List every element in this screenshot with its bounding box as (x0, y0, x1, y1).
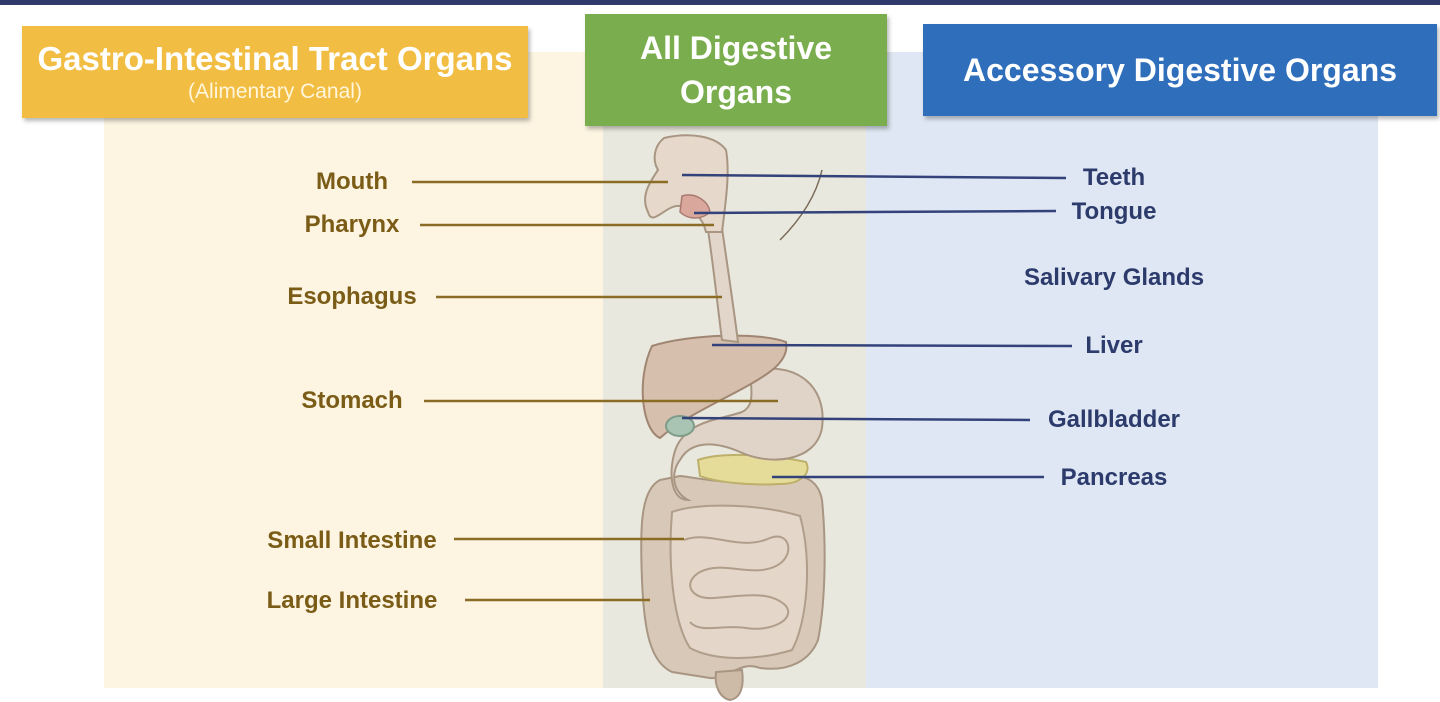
label-pancreas: Pancreas (1060, 464, 1168, 491)
accessory-organs-title: Accessory Digestive Organs (963, 52, 1397, 88)
accessory-panel (866, 52, 1378, 688)
head-shape (644, 134, 729, 233)
label-tongue: Tongue (1071, 198, 1157, 225)
gallbladder-shape (665, 415, 695, 437)
label-teeth: Teeth (1082, 164, 1146, 191)
top-rule (0, 0, 1440, 5)
small-intestine-shape (669, 504, 808, 659)
label-stomach: Stomach (301, 387, 403, 414)
accessory-leader-lines (681, 173, 1073, 479)
label-gallbladder: Gallbladder (1047, 406, 1181, 433)
all-organs-title-line1: All Digestive (639, 30, 833, 66)
liver-shape (641, 334, 788, 440)
label-liver: Liver (1085, 332, 1143, 359)
small-intestine-folds (683, 535, 790, 630)
gi-tract-title: Gastro-Intestinal Tract Organs (37, 40, 513, 77)
pancreas-shape (696, 453, 809, 486)
label-mouth: Mouth (316, 168, 388, 195)
rectum-shape (714, 668, 744, 702)
esophagus-shape (706, 226, 740, 344)
label-esophagus: Esophagus (287, 283, 417, 310)
gi-panel (104, 52, 604, 688)
label-small-intestine: Small Intestine (267, 527, 437, 554)
label-salivary-glands: Salivary Glands (1023, 264, 1205, 291)
label-pharynx: Pharynx (304, 211, 400, 238)
leader-tongue (693, 209, 1057, 215)
accessory-organs-header: Accessory Digestive Organs (923, 24, 1437, 116)
leader-teeth (681, 173, 1067, 180)
label-large-intestine: Large Intestine (266, 587, 438, 614)
gi-leader-lines (412, 180, 778, 602)
gi-tract-subtitle: (Alimentary Canal) (188, 80, 362, 103)
all-organs-title-line2: Organs (679, 74, 793, 110)
anatomy (640, 134, 826, 702)
all-organs-header: All Digestive Organs (585, 14, 887, 126)
leader-liver (711, 343, 1073, 348)
leader-gallbladder (681, 416, 1031, 422)
gi-tract-header: Gastro-Intestinal Tract Organs (Alimenta… (22, 26, 528, 118)
neck-outline (779, 169, 823, 241)
